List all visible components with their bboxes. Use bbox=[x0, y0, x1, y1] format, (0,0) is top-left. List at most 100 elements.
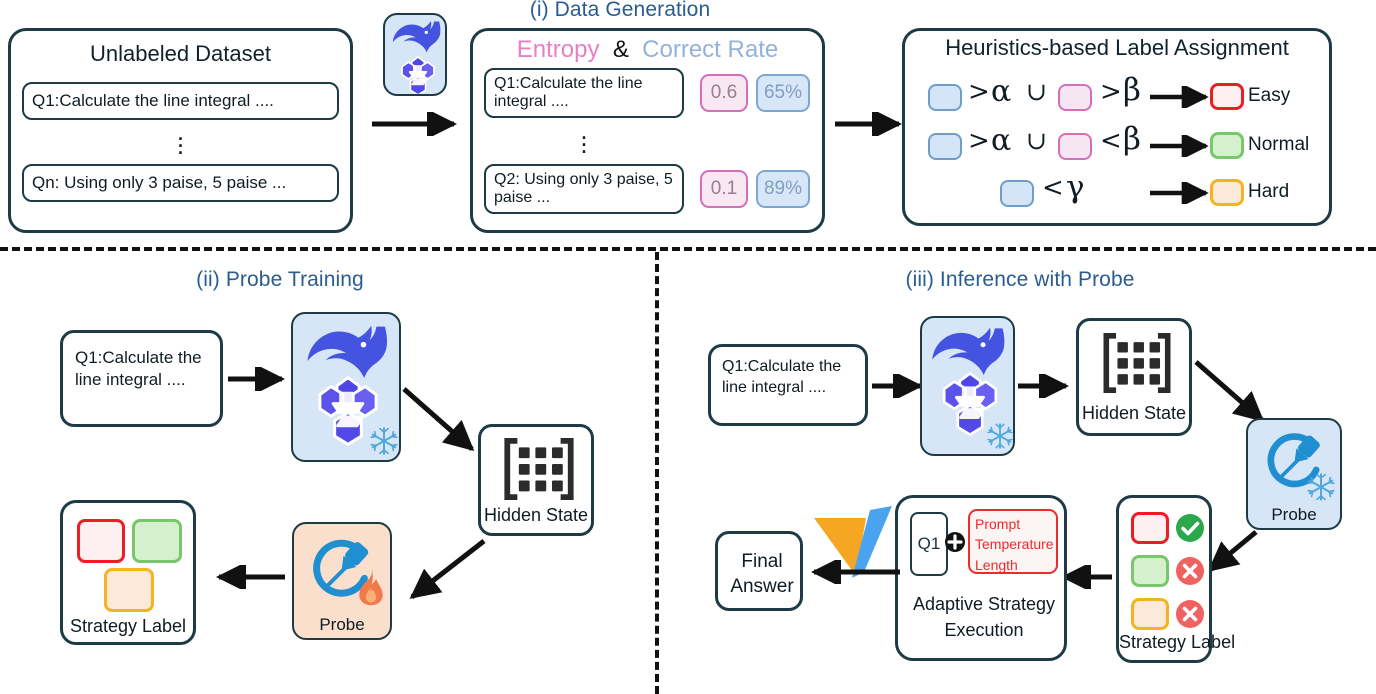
final-answer-box: Final Answer bbox=[715, 531, 803, 611]
cross-icon bbox=[1176, 557, 1204, 585]
correct-rate-header: Correct Rate bbox=[642, 36, 779, 63]
plus-circle-icon bbox=[945, 532, 965, 552]
arrow-scored-to-heuristics bbox=[835, 112, 902, 136]
llm-model-icons-stage2 bbox=[307, 325, 398, 455]
arrow-question-to-model bbox=[228, 367, 285, 391]
scored-question-0: Q1:Calculate the line integral .... bbox=[484, 68, 684, 118]
strategy-row-2-swatch bbox=[1131, 598, 1169, 630]
strategy-swatch-easy bbox=[77, 519, 125, 563]
strategy-row-1-swatch bbox=[1131, 555, 1169, 587]
rule-0-op1: > bbox=[968, 77, 990, 107]
probe-card-inference-label: Probe bbox=[1271, 505, 1317, 524]
scored-ellipsis: ... bbox=[580, 115, 588, 159]
rule-2-blue-swatch bbox=[1000, 180, 1034, 207]
cross-icon bbox=[1176, 600, 1204, 628]
label-normal-text: Normal bbox=[1248, 134, 1310, 155]
correct-rate-chip-1: 89% bbox=[756, 170, 810, 208]
dataset-item-0: Q1:Calculate the line integral .... bbox=[22, 82, 339, 120]
stage2-hidden-state-label: Hidden State bbox=[483, 505, 589, 525]
rule-0-conj: ∪ bbox=[1026, 77, 1047, 106]
llm-model-icons bbox=[392, 21, 441, 94]
strategy-swatch-hard bbox=[104, 568, 154, 612]
final-answer-line2: Answer bbox=[730, 576, 794, 597]
probe-card-training: Probe bbox=[292, 522, 392, 640]
adaptive-strategy-execution-box: Q1 Prompt Temperature Length Adaptive St… bbox=[895, 495, 1067, 661]
panel-title-inference: (iii) Inference with Probe bbox=[905, 268, 1135, 291]
arrow-probe-to-strategy-label bbox=[216, 565, 285, 589]
stage3-question-text: Q1:Calculate the line integral .... bbox=[722, 358, 842, 396]
arrow-dataset-to-scored bbox=[372, 112, 457, 136]
rule-1-sym1: α bbox=[991, 123, 1012, 158]
rule-1-op2: < bbox=[1100, 126, 1122, 156]
scored-question-0-text: Q1:Calculate the line integral .... bbox=[494, 74, 643, 110]
rule-1-conj: ∪ bbox=[1026, 126, 1047, 155]
probe-card-training-label: Probe bbox=[319, 615, 365, 634]
unlabeled-dataset-title: Unlabeled Dataset bbox=[89, 41, 271, 66]
rule-0-sym1: α bbox=[991, 74, 1012, 109]
correct-rate-chip-0: 65% bbox=[756, 74, 810, 112]
snowflake-icon bbox=[1307, 473, 1335, 501]
whale-icon bbox=[392, 21, 441, 53]
label-easy-swatch bbox=[1210, 83, 1244, 110]
snowflake-icon bbox=[987, 423, 1013, 449]
arrow-model-to-hidden-state-stage3 bbox=[1018, 374, 1069, 398]
model-logo-icon bbox=[318, 376, 378, 446]
rule-0-pink-swatch bbox=[1058, 84, 1092, 111]
heuristics-box bbox=[902, 28, 1332, 226]
success-check-graphic bbox=[814, 506, 892, 578]
panel-title-data-generation: (i) Data Generation bbox=[529, 0, 711, 21]
label-hard-text: Hard bbox=[1248, 181, 1290, 202]
strategy-row-0-swatch bbox=[1131, 512, 1169, 544]
rule-2-op1: < bbox=[1042, 173, 1064, 203]
arrow-stage3-question-to-model bbox=[872, 374, 923, 398]
arrow-model-to-hidden-state bbox=[402, 387, 475, 451]
stage3-hidden-state-box: Hidden State bbox=[1076, 318, 1192, 436]
dataset-item-1: Qn: Using only 3 paise, 5 paise ... bbox=[22, 164, 339, 202]
arrow-execution-to-final-answer bbox=[811, 560, 900, 584]
model-logo-icon bbox=[401, 56, 435, 94]
scored-header: Entropy & Correct Rate bbox=[516, 36, 779, 63]
stage2-strategy-label-box: Strategy Label bbox=[60, 500, 196, 645]
llm-model-card-stage1 bbox=[383, 13, 447, 96]
label-normal-swatch bbox=[1210, 132, 1244, 159]
entropy-header: Entropy bbox=[516, 36, 600, 63]
snowflake-icon bbox=[370, 427, 398, 455]
arrow-hidden-state-to-probe-stage3 bbox=[1194, 360, 1265, 422]
execution-caption-line2: Execution bbox=[944, 620, 1024, 640]
stage3-hidden-state-label: Hidden State bbox=[1081, 403, 1187, 423]
hidden-state-matrix-icon bbox=[499, 438, 579, 500]
execution-param-length: Length bbox=[975, 556, 1018, 573]
llm-model-icons-stage3 bbox=[932, 327, 1013, 449]
arrow-rule-2 bbox=[1150, 182, 1209, 204]
check-icon bbox=[1176, 514, 1204, 542]
entropy-chip-1: 0.1 bbox=[700, 170, 748, 208]
rule-0-op2: > bbox=[1100, 77, 1122, 107]
strategy-swatch-normal bbox=[132, 519, 182, 563]
label-hard-swatch bbox=[1210, 179, 1244, 206]
llm-model-card-stage2 bbox=[291, 312, 401, 462]
llm-model-card-stage3 bbox=[920, 316, 1015, 456]
stage2-question-box: Q1:Calculate the line integral .... bbox=[60, 330, 223, 427]
heuristics-title: Heuristics-based Label Assignment bbox=[945, 35, 1289, 60]
stage2-question-text: Q1:Calculate the line integral .... bbox=[75, 348, 202, 390]
dataset-ellipsis: ... bbox=[176, 116, 185, 160]
scored-question-1-text: Q2: Using only 3 paise, 5 paise ... bbox=[494, 170, 673, 206]
probe-card-inference: Probe bbox=[1246, 418, 1342, 530]
hidden-state-matrix-icon bbox=[1098, 333, 1176, 393]
stage2-hidden-state-box: Hidden State bbox=[478, 424, 594, 536]
vertical-divider bbox=[655, 252, 659, 694]
arrow-rule-1 bbox=[1150, 135, 1209, 157]
execution-param-prompt: Prompt bbox=[975, 516, 1021, 532]
panel-title-probe-training: (ii) Probe Training bbox=[196, 268, 364, 291]
arrow-strategy-to-execution bbox=[1061, 565, 1112, 589]
execution-params-box: Prompt Temperature Length bbox=[968, 509, 1058, 574]
rule-1-pink-swatch bbox=[1058, 133, 1092, 160]
rule-0-sym2: β bbox=[1123, 72, 1141, 108]
rule-1-blue-swatch bbox=[928, 133, 962, 160]
dataset-item-0-text: Q1:Calculate the line integral .... bbox=[32, 91, 274, 111]
execution-q-token: Q1 bbox=[910, 512, 948, 576]
flame-icon bbox=[359, 568, 383, 606]
rule-2-sym1: γ bbox=[1066, 169, 1085, 205]
stage3-question-box: Q1:Calculate the line integral .... bbox=[708, 344, 868, 426]
